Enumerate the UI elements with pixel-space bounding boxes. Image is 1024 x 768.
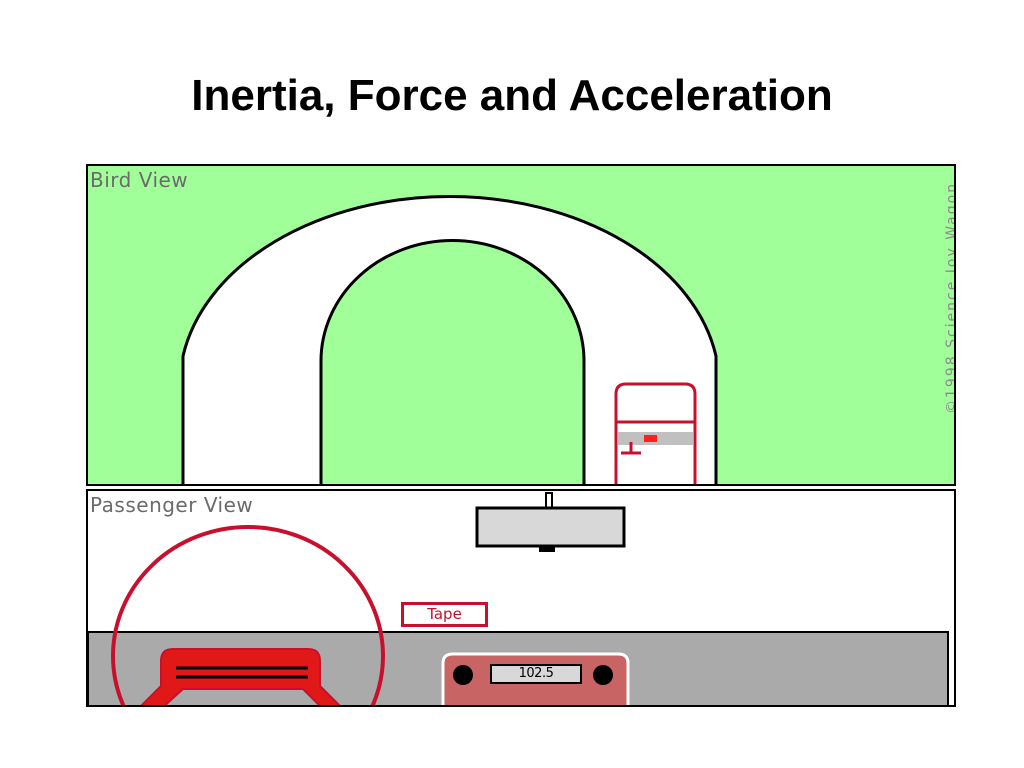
car-top-view	[614, 382, 697, 484]
road-inner-edge	[319, 239, 586, 484]
speedometer-readout: 102.5	[490, 664, 582, 684]
bird-view-panel: Bird View ©1998 Science Joy Wagon	[86, 164, 956, 486]
bird-view-label: Bird View	[90, 168, 189, 192]
passenger-view-label: Passenger View	[90, 493, 254, 517]
slide-title: Inertia, Force and Acceleration	[191, 71, 833, 120]
copyright-text: ©1998 Science Joy Wagon	[944, 181, 956, 414]
steering-wheel	[111, 525, 385, 705]
rear-view-mirror	[475, 492, 626, 552]
bird-view-canvas	[88, 166, 954, 484]
tape-button[interactable]: Tape	[401, 602, 488, 627]
passenger-view-panel: Passenger View Tape 102.5	[86, 489, 956, 707]
